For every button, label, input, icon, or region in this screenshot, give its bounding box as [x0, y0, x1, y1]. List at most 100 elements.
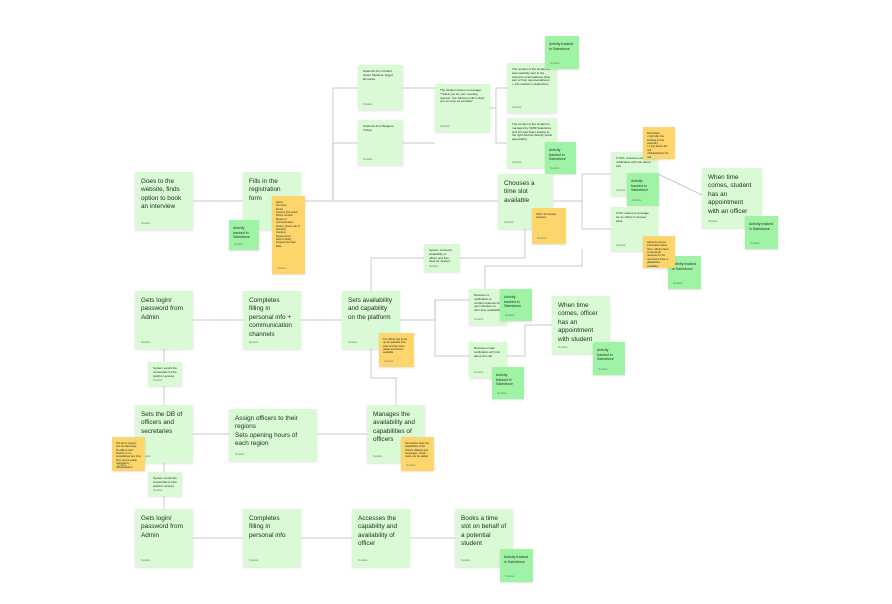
- sticky-note-author: Natalia: [277, 266, 287, 270]
- sticky-note-text: When time comes, officer has an appointm…: [558, 302, 598, 343]
- connector: [507, 324, 552, 357]
- sticky-note-author: Natalia: [384, 359, 394, 363]
- sticky-note-author: Natalia: [406, 463, 416, 467]
- sticky-note-author: Natalia: [750, 241, 760, 245]
- sticky-note-text: The contact of the student is automatica…: [512, 67, 550, 87]
- sticky-note-text: The list of regions can be add easily, t…: [116, 442, 141, 469]
- sticky-note-website[interactable]: Goes to the website, finds option to boo…: [135, 172, 193, 230]
- sticky-note-reminder[interactable]: Reminders: • right after the booking (in…: [643, 127, 675, 159]
- sticky-note-author: Natalia: [598, 367, 608, 371]
- sticky-note-author: Natalia: [153, 488, 163, 492]
- sticky-note-author: Natalia: [235, 452, 245, 456]
- sticky-note-text: System sends the credentials for the pla…: [153, 366, 177, 378]
- sticky-note-sets-avail[interactable]: Sets availability and capability on the …: [342, 291, 400, 349]
- sticky-note-author: Natalia: [373, 454, 383, 458]
- sticky-note-author: Natalia: [234, 242, 244, 246]
- sticky-note-author: Natalia: [648, 151, 658, 155]
- connector: [460, 229, 526, 259]
- sticky-note-sys-sends1[interactable]: System sends the credentials for the pla…: [148, 362, 182, 386]
- sticky-note-author: Natalia: [558, 345, 568, 349]
- connector: [581, 201, 611, 230]
- sticky-note-message[interactable]: The student leaves a message: "Thank you…: [435, 84, 490, 132]
- sticky-note-author: Natalia: [505, 574, 515, 578]
- sticky-note-sys-avail[interactable]: System connects availability of officer …: [424, 244, 460, 272]
- sticky-note-text: When time comes, student has an appointm…: [708, 174, 752, 215]
- connector: [484, 249, 583, 289]
- sticky-note-text: The contact of the student is managed by…: [512, 122, 552, 142]
- sticky-note-text: Activity tracked in Salesforce: [233, 226, 250, 240]
- connector: [400, 299, 469, 321]
- sticky-note-text: Receives email notification with info ab…: [474, 346, 501, 358]
- sticky-note-author: Natalia: [504, 220, 514, 224]
- connector: [490, 87, 507, 109]
- sticky-note-author: Natalia: [153, 378, 163, 382]
- sticky-note-author: Natalia: [505, 313, 515, 317]
- sticky-note-author: Natalia: [117, 463, 127, 467]
- sticky-note-author: Natalia: [550, 61, 560, 65]
- sticky-note-author: Natalia: [550, 166, 560, 170]
- sticky-note-yellow-sets[interactable]: The officer has to set up all available …: [379, 333, 414, 367]
- sticky-note-text: Assign officers to their regions Sets op…: [235, 415, 298, 448]
- connector: [553, 173, 611, 202]
- sticky-note-author: Natalia: [363, 157, 373, 161]
- sticky-note-author: Natalia: [461, 558, 471, 562]
- sticky-note-text: Books a time slot on behalf of a potenti…: [461, 515, 507, 548]
- sticky-note-sys-sends2[interactable]: System sends the credentials for the pla…: [148, 472, 182, 496]
- sticky-note-author: Natalia: [537, 236, 547, 240]
- sticky-note-text: Goes to the website, finds option to boo…: [141, 178, 182, 211]
- sticky-note-author: Natalia: [497, 391, 507, 395]
- sticky-note-author: Natalia: [616, 188, 626, 192]
- sticky-note-assign[interactable]: Assign officers to their regions Sets op…: [229, 409, 317, 461]
- sticky-note-yellow-no[interactable]: Advisors receive information about them,…: [643, 236, 675, 268]
- sticky-note-author: Natalia: [474, 317, 484, 321]
- sticky-note-text: Activity tracked in Salesforce: [672, 262, 697, 271]
- sticky-note-text: System sends the credentials for the pla…: [153, 476, 177, 488]
- sticky-note-contact-a[interactable]: The contact of the student is automatica…: [507, 63, 557, 113]
- sticky-note-text: Activity tracked in Salesforce: [504, 295, 521, 309]
- sticky-note-author: Natalia: [648, 260, 658, 264]
- sticky-note-text: Students from Poland, Israel, Moldova, E…: [363, 69, 394, 81]
- sticky-note-text: Advisors receive information about them,…: [647, 241, 669, 268]
- sticky-note-yellow-db[interactable]: The list of regions can be add easily, t…: [112, 437, 145, 471]
- sticky-note-author: Natalia: [141, 221, 151, 225]
- sticky-note-access-cap[interactable]: Accesses the capability and availability…: [352, 509, 410, 567]
- sticky-note-text: Activity tracked in Salesforce: [631, 179, 648, 193]
- connector: [370, 257, 424, 291]
- sticky-note-text: Activity tracked in Salesforce: [549, 148, 566, 162]
- sticky-note-students-fp[interactable]: Students from Poland, Israel, Moldova, E…: [358, 65, 403, 110]
- sticky-note-text: Activity tracked in Salesforce: [496, 373, 513, 387]
- sticky-note-text: If NO, leaves a message for an officer t…: [616, 211, 649, 223]
- sticky-note-yellow-manages[interactable]: Secretaries have the capabilities of the…: [401, 437, 434, 471]
- connector: [434, 300, 469, 357]
- sticky-note-author: Natalia: [708, 219, 718, 223]
- connector: [495, 108, 507, 144]
- sticky-note-author: Natalia: [141, 558, 151, 562]
- sticky-note-complete-personal[interactable]: Completes filling in personal info + com…: [243, 291, 301, 349]
- sticky-note-text: Chooses a time slot available: [504, 180, 535, 204]
- sticky-note-text: The officer has to set up all available …: [383, 338, 408, 355]
- sticky-note-text: Accesses the capability and availability…: [358, 515, 398, 548]
- sticky-note-author: Natalia: [474, 370, 484, 374]
- sticky-note-author: Natalia: [616, 243, 626, 247]
- sticky-note-author: Natalia: [249, 340, 259, 344]
- sticky-note-text: Reminders: • right after the booking (in…: [647, 132, 671, 159]
- sticky-note-author: Natalia: [512, 160, 522, 164]
- sticky-note-form-fields[interactable]: Name Surname Email Country (the exact) P…: [272, 196, 305, 274]
- sticky-note-text: Students from Belgium, Turkey: [363, 124, 395, 132]
